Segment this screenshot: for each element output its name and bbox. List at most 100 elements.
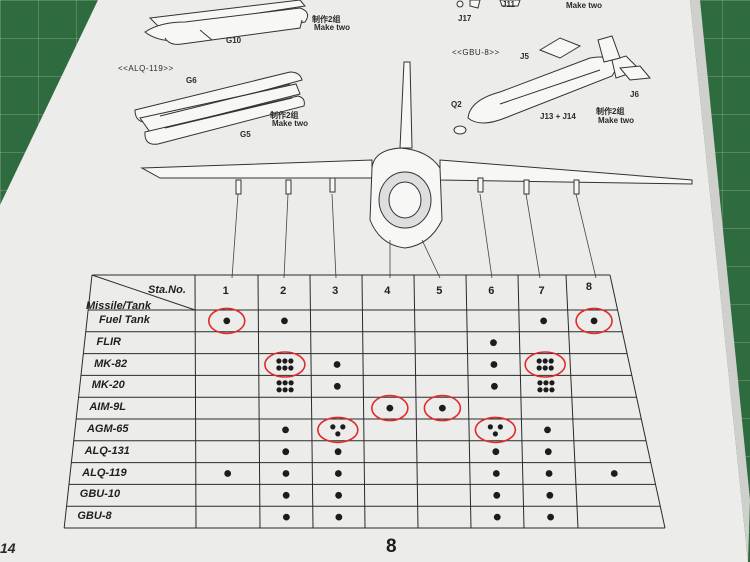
mark-gbu-8-station-3 [335, 513, 343, 521]
row-label-gbu-10: GBU-10 [79, 488, 121, 501]
alq119-make-two-en: Make two [272, 119, 309, 128]
mark-fuel-tank-station-1 [207, 307, 246, 335]
row-label-gbu-8: GBU-8 [77, 510, 112, 523]
mark-mk-82-station-6 [490, 361, 498, 368]
store-dot [549, 387, 555, 393]
store-dot [282, 365, 288, 371]
mark-alq-119-station-6 [492, 470, 500, 477]
row-label-aim-9l: AIM-9L [89, 401, 127, 414]
store-dot [537, 380, 543, 386]
store-dot [282, 387, 288, 393]
mark-gbu-8-station-2 [282, 513, 290, 521]
table-column-divider [257, 274, 261, 529]
red-highlight-circle [474, 416, 517, 444]
store-dot [333, 361, 341, 368]
store-dot [335, 431, 341, 437]
mark-gbu-10-station-7 [546, 491, 554, 499]
store-dot [540, 317, 548, 325]
top-make-two-en: Make two [566, 1, 603, 10]
station-label-3: 3 [332, 285, 339, 297]
part-j6-label: J6 [630, 90, 639, 99]
mark-alq-119-station-7 [545, 470, 553, 477]
store-dot [276, 380, 282, 386]
store-dot [548, 358, 554, 364]
mark-fuel-tank-station-8 [575, 307, 613, 335]
store-dot [543, 387, 549, 393]
mark-mk-20-station-2 [276, 380, 294, 393]
left-page-number-fragment: 14 [0, 540, 16, 556]
part-j5-label: J5 [520, 52, 529, 61]
g10-make-two-en: Make two [314, 23, 351, 32]
station-label-8: 8 [585, 281, 592, 293]
station-label-7: 7 [538, 285, 545, 297]
store-dot [487, 424, 493, 430]
store-dot [282, 491, 290, 499]
store-dot [224, 470, 232, 477]
table-left-border [63, 274, 93, 529]
store-dot [547, 513, 555, 521]
station-label-2: 2 [280, 285, 287, 297]
store-dot [542, 365, 548, 371]
row-label-alq-119: ALQ-119 [82, 466, 127, 479]
store-dot [276, 358, 282, 364]
mark-gbu-10-station-2 [282, 491, 290, 499]
part-g5-label: G5 [240, 130, 251, 139]
red-highlight-circle [575, 307, 613, 335]
mark-alq-131-station-7 [544, 448, 552, 456]
store-dot [282, 448, 290, 456]
store-dot [438, 404, 446, 412]
store-dot [546, 491, 554, 499]
gbu8-make-two-cn: 制作2组 [596, 107, 625, 116]
store-dot [282, 380, 288, 386]
loadout-table-marks [207, 307, 618, 521]
store-dot [276, 387, 282, 393]
row-label-flir: FLIR [96, 335, 121, 348]
mark-flir-station-6 [490, 339, 497, 347]
store-dot [281, 317, 288, 325]
page-number: 8 [386, 536, 397, 557]
mark-mk-82-station-3 [333, 361, 341, 368]
table-column-divider [194, 274, 197, 529]
mark-agm-65-station-3 [317, 416, 359, 444]
mark-alq-119-station-1 [224, 470, 232, 477]
mark-mk-20-station-6 [491, 382, 498, 390]
table-column-divider [413, 274, 419, 529]
alq119-assembly-drawing [134, 71, 305, 145]
store-dot [544, 426, 551, 434]
store-dot [288, 387, 294, 393]
mark-alq-119-station-3 [334, 470, 342, 477]
store-dot [493, 513, 501, 521]
store-dot [548, 365, 554, 371]
table-column-divider [309, 274, 314, 529]
gbu8-heading: <<GBU-8>> [452, 48, 500, 57]
mark-alq-131-station-6 [492, 448, 500, 456]
store-dot [492, 431, 498, 437]
store-dot [335, 513, 343, 521]
store-dot [490, 339, 497, 347]
gbu8-make-two-en: Make two [598, 116, 635, 125]
station-label-5: 5 [436, 285, 443, 297]
store-dot [335, 491, 343, 499]
store-dot [536, 358, 542, 364]
store-dot [333, 382, 341, 390]
store-dot [334, 470, 342, 477]
row-label-fuel-tank: Fuel Tank [98, 313, 150, 326]
mark-gbu-8-station-6 [493, 513, 501, 521]
store-dot [386, 404, 394, 412]
store-dot [493, 491, 501, 499]
mark-fuel-tank-station-7 [540, 317, 548, 325]
part-g6-label: G6 [186, 76, 197, 85]
row-label-agm-65: AGM-65 [86, 422, 129, 435]
mark-aim-9l-station-4 [371, 394, 409, 422]
mark-alq-131-station-2 [282, 448, 290, 456]
store-dot [536, 365, 542, 371]
g10-make-two-cn: 制作2组 [312, 15, 341, 24]
store-dot [288, 365, 294, 371]
mark-gbu-8-station-7 [547, 513, 555, 521]
part-j11-label: J11 [502, 0, 515, 9]
store-dot [590, 317, 598, 325]
red-highlight-circle [264, 351, 306, 378]
red-highlight-circle [317, 416, 359, 444]
